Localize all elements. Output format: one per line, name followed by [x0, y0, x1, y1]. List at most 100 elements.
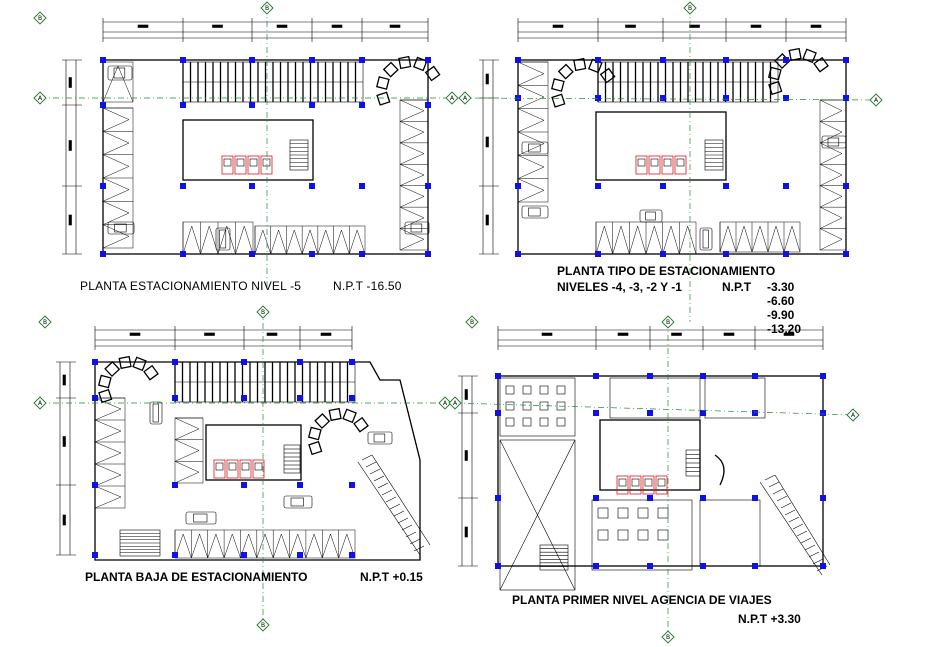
- ramp-edge: [759, 481, 823, 576]
- stall-mark: [94, 441, 122, 465]
- car: [107, 221, 135, 235]
- stall-mark: [182, 225, 201, 255]
- car-roof: [219, 229, 227, 249]
- dimension-lines: [458, 326, 824, 567]
- curve-segment: [118, 355, 132, 370]
- stairs: [704, 139, 724, 171]
- curve-segment: [551, 78, 565, 92]
- grid-bubble-shape: [260, 1, 274, 15]
- dimension-lines: [56, 326, 353, 556]
- void-area: [499, 439, 576, 591]
- parking-stalls: [94, 397, 126, 509]
- structural-column: [100, 102, 106, 108]
- toilet-stall: [655, 475, 668, 495]
- stall-mark: [207, 533, 225, 559]
- grid-bubble-shape: [256, 305, 270, 319]
- grid-bubble-right: A: [438, 396, 452, 410]
- dim-text-mark: [464, 526, 468, 538]
- toilet-stall: [221, 155, 234, 175]
- stall-mark: [289, 533, 307, 559]
- structural-column: [700, 563, 706, 569]
- toilet-fixture: [223, 158, 232, 167]
- grid-bubble-left: A: [458, 91, 472, 105]
- dim-text-mark: [212, 24, 223, 28]
- grid-bubble-letter: B: [666, 634, 670, 641]
- ramp-step: [808, 551, 820, 558]
- stall-mark: [94, 397, 122, 421]
- toilet-stall: [213, 459, 226, 479]
- ramp-step: [776, 495, 788, 502]
- desk-chair: [539, 417, 549, 427]
- structural-column: [647, 495, 653, 501]
- grid-bubble-shape: [465, 315, 479, 329]
- ramp-step: [361, 454, 373, 461]
- dim-text-mark: [723, 332, 735, 336]
- parking-stalls: [254, 225, 366, 255]
- structural-column: [297, 395, 303, 401]
- desk-chair: [522, 401, 532, 411]
- structural-column: [349, 552, 355, 558]
- structural-column: [723, 95, 729, 101]
- parking-stalls: [102, 107, 134, 249]
- ramp-step: [780, 502, 792, 509]
- desk-chair: [556, 401, 566, 411]
- stall-mark: [286, 229, 303, 255]
- structural-column: [172, 359, 178, 365]
- curve-segment: [376, 91, 391, 106]
- curve-segment: [308, 440, 323, 456]
- grid-bubble-left: A: [33, 396, 47, 410]
- car-roof: [373, 433, 386, 443]
- structural-column: [820, 373, 826, 379]
- parking-stalls: [399, 99, 429, 251]
- toilet-stall: [260, 155, 273, 175]
- curve-segment: [353, 416, 369, 433]
- grid-bubble-left: A: [33, 91, 47, 105]
- ramp-step: [401, 524, 413, 531]
- desk-chair: [657, 529, 669, 541]
- curve-segment: [767, 66, 782, 81]
- stall-mark: [679, 225, 697, 255]
- car-roof: [528, 207, 541, 217]
- car-body: [821, 135, 847, 149]
- car-roof: [645, 211, 656, 221]
- structural-column: [723, 183, 729, 189]
- ramp-step: [413, 545, 425, 552]
- toilet-fixture: [254, 462, 263, 471]
- structural-column: [647, 373, 653, 379]
- curve-segment: [98, 388, 113, 404]
- structural-column: [595, 57, 601, 63]
- plan-npt-value-1: -3.30: [767, 280, 795, 294]
- office-room: [699, 499, 761, 567]
- stall-mark: [819, 121, 843, 144]
- car-body: [107, 65, 133, 81]
- grid-bubble-right: A: [445, 91, 459, 105]
- car-roof: [113, 67, 126, 79]
- stall-mark: [719, 225, 737, 253]
- grid-bubble-corner: B: [33, 11, 47, 25]
- structural-column: [515, 251, 521, 257]
- plan-title-tipo: PLANTA TIPO DE ESTACIONAMIENTO: [557, 264, 775, 278]
- toilet-fixture: [631, 478, 640, 487]
- dim-text-mark: [750, 24, 762, 28]
- ramp-step: [365, 461, 377, 468]
- plan-nivel-5: [100, 55, 441, 257]
- structural-column: [660, 95, 666, 101]
- structural-column: [752, 563, 758, 569]
- structural-column: [660, 57, 666, 63]
- ramp-edge: [774, 474, 831, 566]
- grid-bubble-left: A: [448, 396, 462, 410]
- curve-segment: [143, 364, 159, 381]
- structural-column: [309, 57, 315, 63]
- desk-chair: [539, 385, 549, 395]
- curve-segment: [599, 67, 616, 84]
- void-cross: [499, 439, 576, 591]
- dim-text-mark: [617, 332, 629, 336]
- structural-column: [593, 495, 599, 501]
- grid-bubble-shape: [445, 91, 459, 105]
- curve-segment: [557, 63, 574, 80]
- plan-title-baja: PLANTA BAJA DE ESTACIONAMIENTO: [85, 570, 307, 584]
- plan-subtitle-tipo: NIVELES -4, -3, -2 Y -1: [557, 280, 682, 294]
- desk-chair: [522, 417, 532, 427]
- grid-bubble-top: B: [260, 1, 274, 15]
- toilet-block: [635, 155, 687, 175]
